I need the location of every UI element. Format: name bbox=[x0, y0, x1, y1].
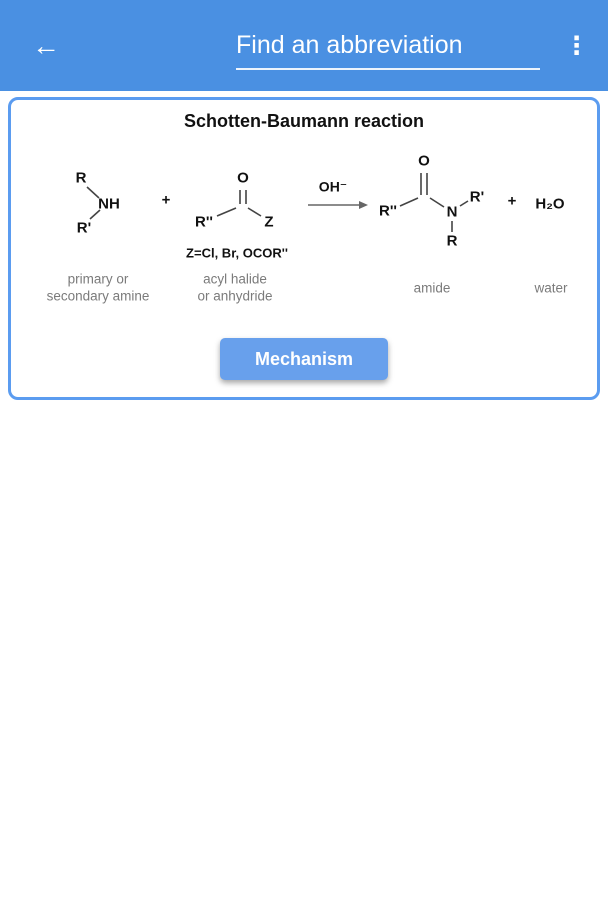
amine-label-line1: primary or bbox=[67, 271, 129, 287]
overflow-menu-icon[interactable]: ⋮ bbox=[564, 32, 589, 60]
acyl-label-line1: acyl halide bbox=[203, 271, 267, 287]
amine-label-line2: secondary amine bbox=[46, 288, 150, 304]
amide-nitrogen: N bbox=[446, 203, 458, 221]
reaction-title: Schotten-Baumann reaction bbox=[183, 111, 425, 131]
acyl-z-group: Z bbox=[264, 213, 274, 231]
search-title-field[interactable]: Find an abbreviation bbox=[236, 24, 540, 70]
amide-r2-group: R'' bbox=[379, 202, 397, 220]
amine-nh-group: NH bbox=[98, 195, 120, 213]
back-arrow-icon[interactable]: ← bbox=[32, 30, 60, 61]
amine-rprime-group: R' bbox=[76, 219, 92, 237]
amide-rprime-group: R' bbox=[469, 188, 485, 206]
app-header: ← Find an abbreviation ⋮ bbox=[0, 0, 608, 91]
z-definition-note: Z=Cl, Br, OCOR'' bbox=[186, 245, 288, 261]
plus-sign-1: + bbox=[161, 191, 171, 209]
hydroxide-reagent: OH⁻ bbox=[318, 178, 348, 195]
amide-r-group: R bbox=[446, 232, 458, 250]
amide-label: amide bbox=[413, 280, 451, 296]
acyl-r-group: R'' bbox=[195, 213, 213, 231]
reaction-card: Schotten-Baumann reaction R NH R' + R'' … bbox=[8, 97, 600, 400]
acyl-label-line2: or anhydride bbox=[197, 288, 273, 304]
water-formula: H₂O bbox=[535, 195, 565, 213]
water-label: water bbox=[534, 280, 568, 296]
amide-oxygen: O bbox=[418, 152, 430, 170]
acyl-oxygen: O bbox=[237, 169, 249, 187]
mechanism-button[interactable]: Mechanism bbox=[220, 338, 388, 380]
plus-sign-2: + bbox=[507, 192, 517, 210]
amine-r-group: R bbox=[75, 169, 87, 187]
